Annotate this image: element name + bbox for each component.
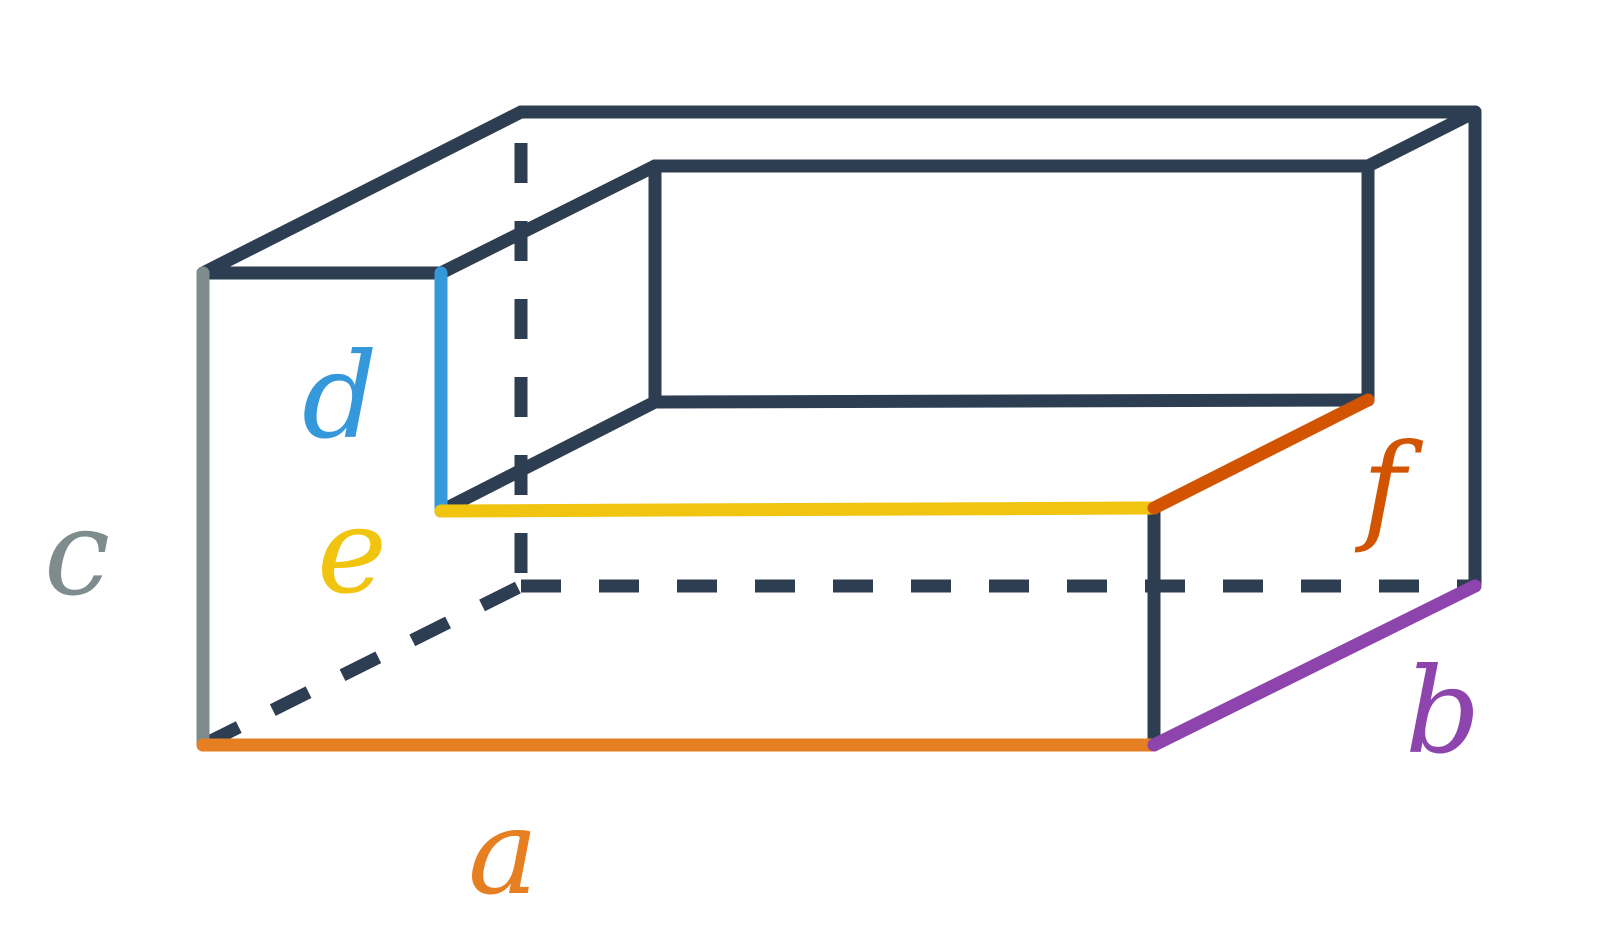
step-inner-depth-edge [434,395,662,518]
label-e: e [317,482,387,620]
edge-f [1147,393,1375,515]
edge-labels: a b c d e f [44,327,1481,921]
label-b: b [1405,642,1481,780]
top-left-depth-edge [196,105,528,280]
labelled-edges [196,266,1482,752]
label-f: f [1354,418,1424,556]
hidden-edges [200,143,1475,751]
frame-edges [196,105,1482,752]
top-right-depth-edge [1361,105,1482,173]
step-top-depth-edge [434,159,662,280]
edge-b [1147,579,1482,752]
step-inner-bottom-edge [648,393,1375,409]
edge-e [434,501,1161,518]
label-c: c [44,484,110,622]
label-d: d [302,327,378,465]
label-a: a [468,783,538,921]
hidden-left-depth-edge [200,580,524,751]
